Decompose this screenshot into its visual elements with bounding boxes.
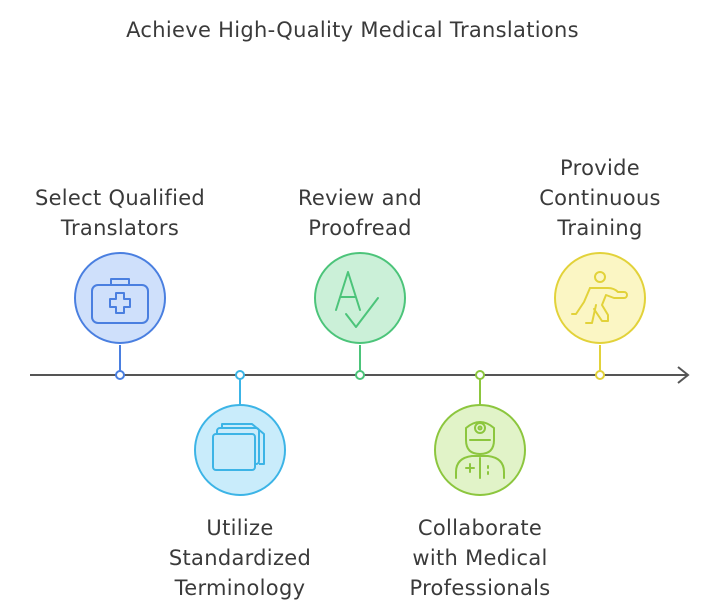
step-2-marker [235, 370, 245, 380]
step-5-label-line-2: Continuous [539, 186, 661, 210]
step-4-label: Collaborate with Medical Professionals [370, 513, 590, 603]
step-3-label: Review and Proofread [250, 183, 470, 243]
documents-icon [212, 423, 265, 471]
step-3-circle [314, 252, 406, 344]
timeline-arrowhead [677, 366, 690, 384]
step-1-label-line-1: Select Qualified [34, 186, 206, 210]
step-3-node [314, 252, 406, 380]
step-3-marker [355, 370, 365, 380]
step-5-label-line-3: Training [557, 216, 643, 240]
step-3-label-line-2: Proofread [308, 216, 412, 240]
step-4-marker [475, 370, 485, 380]
person-training-icon [571, 271, 628, 324]
step-4-circle [434, 404, 526, 496]
spell-check-icon [335, 271, 379, 328]
step-5-label-line-1: Provide [560, 156, 640, 180]
step-4-label-line-3: Professionals [409, 576, 551, 600]
step-2-label-line-1: Utilize [206, 516, 274, 540]
step-1-marker [115, 370, 125, 380]
step-4-label-line-1: Collaborate [417, 516, 543, 540]
step-1-label-line-2: Translators [60, 216, 180, 240]
medical-kit-icon [91, 278, 149, 324]
step-4-node [434, 370, 526, 496]
step-5-circle [554, 252, 646, 344]
step-2-label-line-3: Terminology [174, 576, 306, 600]
step-1-circle [74, 252, 166, 344]
step-5-marker [595, 370, 605, 380]
diagram-title: Achieve High-Quality Medical Translation… [126, 18, 579, 42]
step-1-node [74, 252, 166, 380]
step-2-node [194, 370, 286, 496]
step-5-node [554, 252, 646, 380]
step-2-label-line-2: Standardized [168, 546, 312, 570]
step-3-label-line-1: Review and [297, 186, 423, 210]
doctor-icon [455, 421, 505, 479]
step-2-label: Utilize Standardized Terminology [130, 513, 350, 603]
step-5-label: Provide Continuous Training [490, 153, 705, 243]
step-1-label: Select Qualified Translators [10, 183, 230, 243]
step-4-label-line-2: with Medical [412, 546, 548, 570]
